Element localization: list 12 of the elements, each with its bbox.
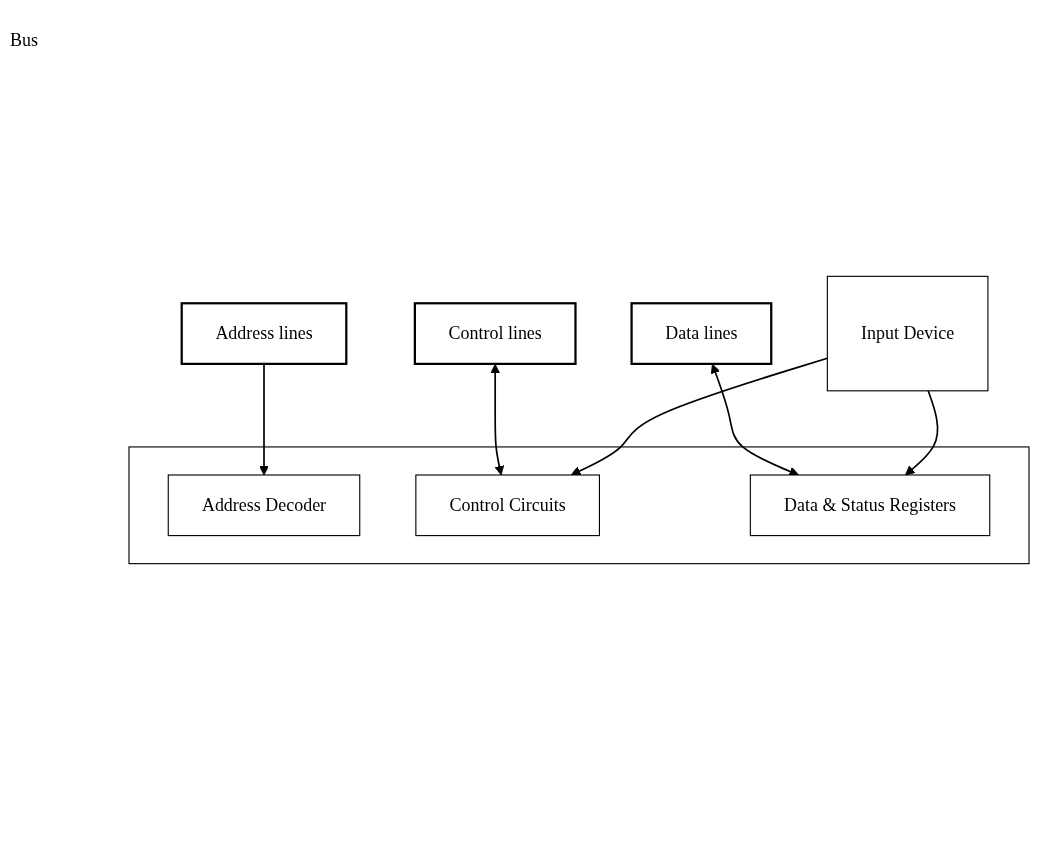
node-box: Address Decoder	[167, 474, 361, 537]
arrow	[259, 363, 269, 476]
arrow	[905, 390, 939, 476]
node-box: Data & Status Registers	[749, 474, 991, 537]
cluster	[128, 446, 1030, 565]
node-box: Control lines	[413, 302, 577, 365]
node-box: Input Device	[826, 275, 989, 392]
node-box: Control Circuits	[415, 474, 600, 537]
bus-label: Bus	[10, 30, 39, 51]
node-box: Address lines	[180, 302, 348, 365]
arrow	[490, 363, 505, 476]
node-box: Data lines	[630, 302, 773, 365]
